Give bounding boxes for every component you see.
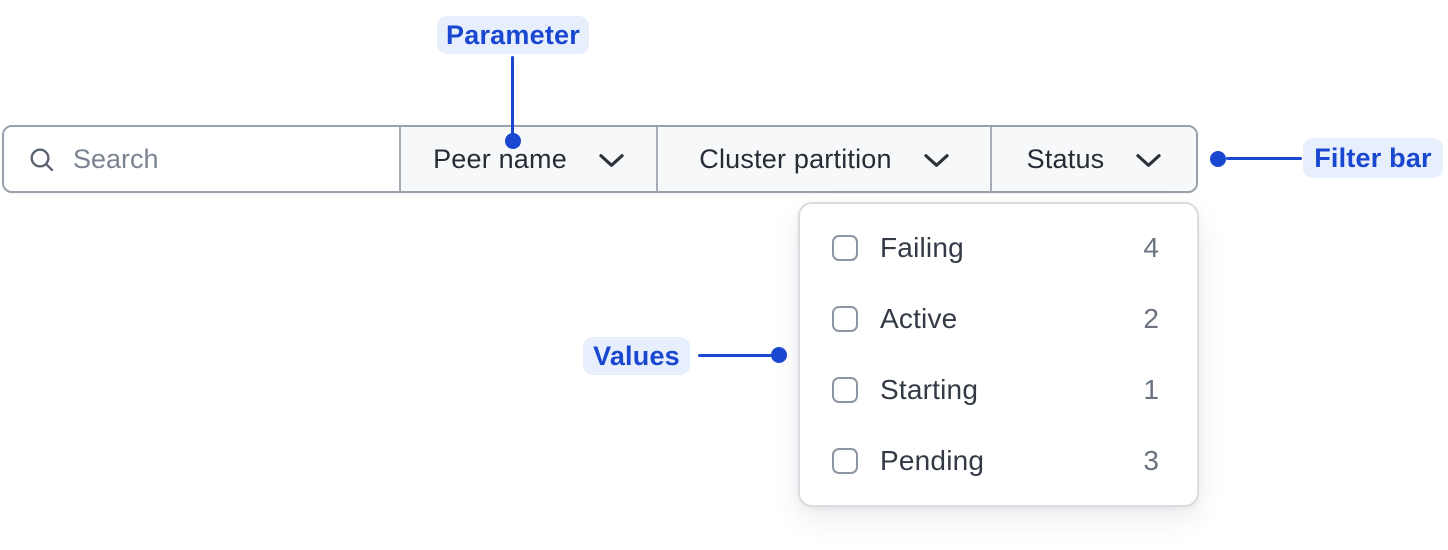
annotation-filter-bar-line	[1226, 157, 1302, 160]
checkbox-active[interactable]	[832, 305, 858, 332]
dropdown-cluster-partition-label: Cluster partition	[699, 143, 892, 174]
search-field[interactable]	[4, 127, 399, 191]
checkbox-failing[interactable]	[832, 234, 858, 261]
annotation-values: Values	[583, 337, 690, 375]
status-option-starting[interactable]: Starting 1	[800, 355, 1197, 426]
dropdown-cluster-partition[interactable]: Cluster partition	[656, 127, 990, 191]
dropdown-peer-name[interactable]: Peer name	[399, 127, 656, 191]
search-input[interactable]	[73, 143, 373, 175]
status-option-label: Starting	[880, 374, 979, 406]
chevron-down-icon	[1136, 153, 1161, 168]
status-option-failing[interactable]: Failing 4	[800, 212, 1197, 283]
chevron-down-icon	[599, 153, 624, 168]
filter-bar: Peer name Cluster partition Status	[2, 125, 1198, 193]
dropdown-status-label: Status	[1026, 143, 1105, 174]
status-option-label: Failing	[880, 231, 964, 263]
annotation-parameter-line	[511, 56, 514, 136]
annotation-values-dot	[771, 347, 787, 363]
status-option-count: 3	[1143, 445, 1159, 477]
status-option-label: Active	[880, 302, 958, 334]
search-icon	[28, 146, 55, 173]
status-option-pending[interactable]: Pending 3	[800, 426, 1197, 497]
checkbox-starting[interactable]	[832, 377, 858, 404]
chevron-down-icon	[924, 153, 949, 168]
status-option-count: 2	[1143, 302, 1159, 334]
annotation-values-line	[698, 354, 772, 357]
status-option-count: 4	[1143, 231, 1159, 263]
status-option-active[interactable]: Active 2	[800, 283, 1197, 354]
checkbox-pending[interactable]	[832, 448, 858, 475]
status-option-label: Pending	[880, 445, 985, 477]
annotation-parameter: Parameter	[437, 16, 589, 54]
dropdown-peer-name-label: Peer name	[433, 143, 567, 174]
status-option-count: 1	[1143, 374, 1159, 406]
dropdown-status[interactable]: Status	[990, 127, 1196, 191]
status-dropdown-panel: Failing 4 Active 2 Starting 1 Pending 3	[798, 202, 1199, 507]
annotation-filter-bar: Filter bar	[1303, 138, 1443, 178]
annotation-filter-bar-dot	[1210, 151, 1226, 167]
annotation-parameter-dot	[505, 133, 521, 149]
